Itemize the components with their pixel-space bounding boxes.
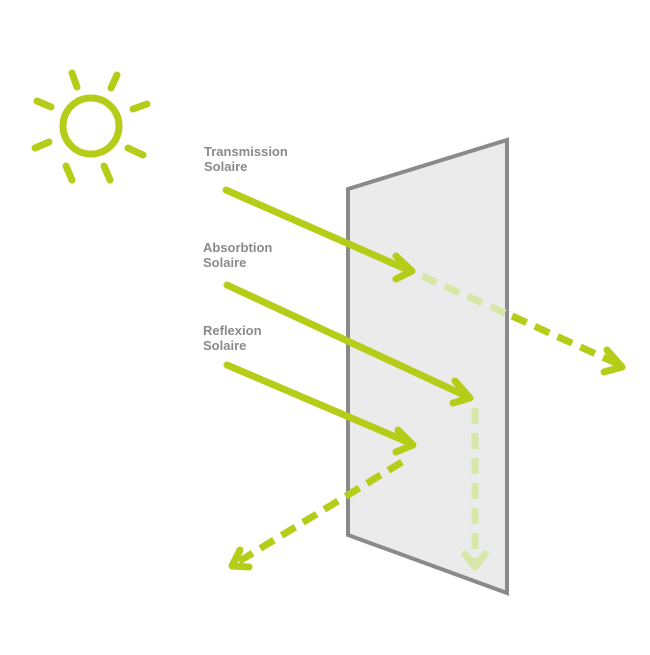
absorption-downward-arrow [461, 408, 489, 571]
transmission-inside-dashes [420, 272, 507, 317]
reflexion-label-line2: Solaire [203, 338, 247, 353]
reflexion-outgoing-arrow [228, 459, 404, 571]
reflexion-incoming-arrow [223, 361, 417, 456]
transmission-label-line1: Transmission [204, 144, 288, 159]
transmission-label-line2: Solaire [204, 159, 248, 174]
sun-icon [31, 69, 151, 184]
glass-panel [346, 137, 509, 596]
transmission-incoming-arrow [222, 186, 416, 283]
absorption-label-line2: Solaire [203, 255, 247, 270]
absorption-label-line1: Absorbtion [203, 240, 273, 255]
absorption-label: Absorbtion Solaire [203, 240, 272, 270]
transmission-label: Transmission Solaire [204, 144, 288, 174]
reflexion-label-line1: Reflexion [203, 323, 262, 338]
reflexion-label: Reflexion Solaire [203, 323, 262, 353]
absorption-incoming-arrow [223, 281, 474, 407]
transmission-outgoing-arrow [510, 312, 626, 376]
